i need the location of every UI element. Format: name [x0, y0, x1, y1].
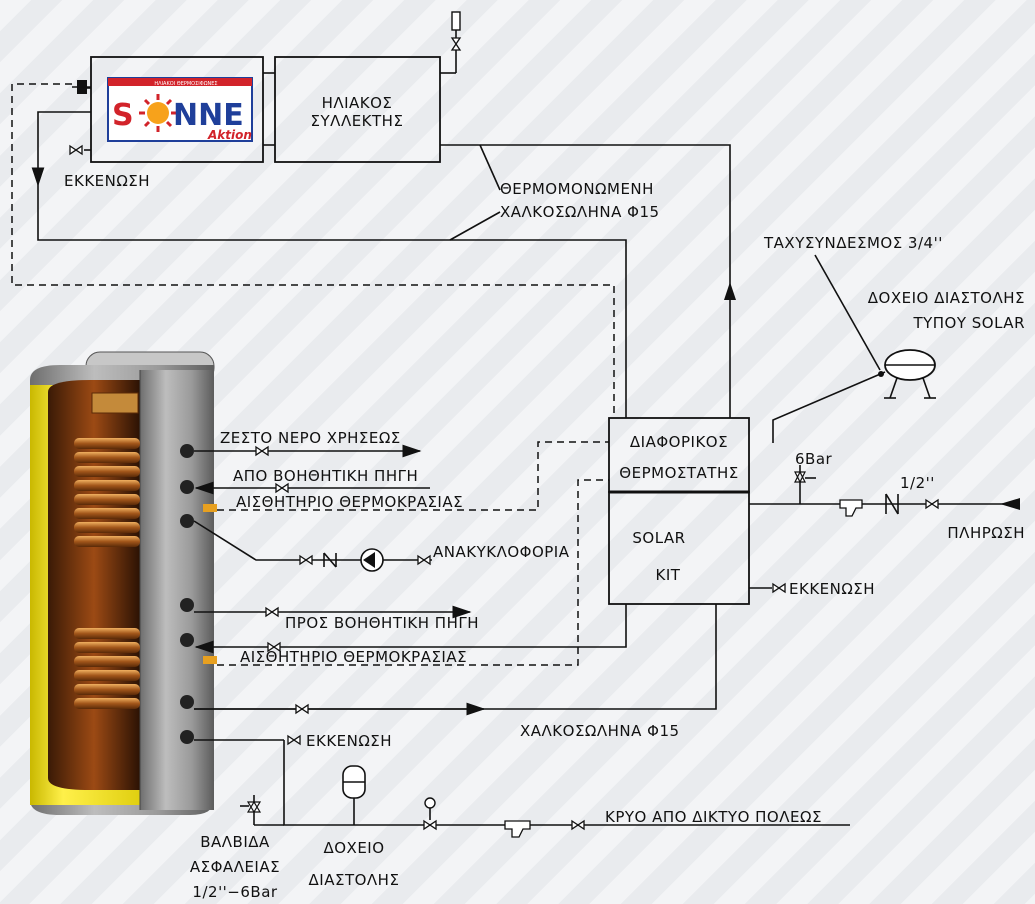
drain-tank-label: ΕΚΚΕΝΩΣΗ — [306, 732, 392, 750]
thermostat-label-1: ΔΙΑΦΟΡΙΚΟΣ — [630, 433, 728, 451]
collector-sensor-cable — [11, 83, 615, 418]
return-pipe — [37, 185, 627, 418]
city-valve-icon — [571, 820, 585, 830]
expansion-tank-label-1: ΔΟΧΕΙΟ — [323, 839, 384, 857]
air-vent-icon — [440, 11, 461, 74]
half-inch-label: 1/2'' — [900, 474, 935, 492]
to-aux-label: ΠΡΟΣ ΒΟΗΘΗΤΙΚΗ ΠΗΓΗ — [285, 614, 479, 632]
lower-coil — [74, 628, 140, 709]
differential-thermostat: ΔΙΑΦΟΡΙΚΟΣ ΘΕΡΜΟΣΤΑΤΗΣ — [608, 417, 750, 494]
storage-tank — [30, 351, 217, 815]
quick-coupling-label: ΤΑΧΥΣΥΝΔΕΣΜΟΣ 3/4'' — [763, 234, 943, 252]
return-pipe-top — [31, 111, 91, 187]
cold-water-label: ΚΡΥΟ ΑΠΟ ΔΙΚΤΥΟ ΠΟΛΕΩΣ — [605, 808, 822, 826]
sensor-bottom-label: ΑΙΣΘΗΤΗΡΙΟ ΘΕΡΜΟΚΡΑΣΙΑΣ — [240, 648, 467, 666]
logo-tagline: ΗΛΙΑΚΟΙ ΘΕΡΜΟΣΙΦΩΝΕΣ — [154, 81, 217, 87]
logo-brand: NNE — [173, 98, 244, 133]
solar-kit: SOLAR KIT — [608, 491, 750, 605]
expansion-solar-label-2: ΤΥΠΟΥ SOLAR — [912, 314, 1025, 332]
collector-label-2: ΣΥΛΛΕΚΤΗΣ — [311, 112, 404, 130]
pressure-label: 6Bar — [795, 450, 833, 468]
collector-drain: ΕΚΚΕΝΩΣΗ — [64, 80, 150, 190]
check-valve-small-icon — [323, 552, 337, 568]
flow-pipe — [440, 144, 731, 418]
pressure-reducer-icon — [423, 797, 437, 830]
drain-top-label: ΕΚΚΕΝΩΣΗ — [64, 172, 150, 190]
solar-expansion-tank: ΔΟΧΕΙΟ ΔΙΑΣΤΟΛΗΣ ΤΥΠΟΥ SOLAR — [772, 289, 1025, 443]
collector-label-1: ΗΛΙΑΚΟΣ — [322, 94, 393, 112]
expansion-tank-icon — [342, 765, 366, 825]
from-aux-label: ΑΠΟ ΒΟΗΘΗΤΙΚΗ ΠΗΓΗ — [233, 467, 418, 485]
tank-drain: ΕΚΚΕΝΩΣΗ — [194, 732, 392, 750]
check-valve-icon — [885, 493, 899, 515]
thermostat-label-2: ΘΕΡΜΟΣΤΑΤΗΣ — [619, 464, 738, 482]
strainer-bottom-icon — [504, 820, 531, 838]
recirculation-line: ΑΝΑΚΥΚΛΟΦΟΡΙΑ — [193, 520, 570, 572]
fill-line: 6Bar 1/2'' ΠΛΗΡΩΣΗ — [749, 450, 1025, 542]
solar-collector: ΗΛΙΑΚΟΣ ΣΥΛΛΕΚΤΗΣ — [263, 56, 441, 163]
logo-panel: ΗΛΙΑΚΟΙ ΘΕΡΜΟΣΙΦΩΝΕΣ S NNE Aktion — [90, 56, 264, 163]
from-aux-line: ΑΠΟ ΒΟΗΘΗΤΙΚΗ ΠΗΓΗ — [194, 467, 430, 495]
safety-valve-label-2: ΑΣΦΑΛΕΙΑΣ — [190, 858, 280, 876]
solar-return-line — [194, 604, 627, 654]
sensor-top-label: ΑΙΣΘΗΤΗΡΙΟ ΘΕΡΜΟΚΡΑΣΙΑΣ — [236, 493, 463, 511]
sun-logo-icon — [139, 94, 177, 132]
expansion-tank-label-2: ΔΙΑΣΤΟΛΗΣ — [309, 871, 400, 889]
logo-sub: Aktion — [207, 128, 252, 142]
fill-valve-icon — [925, 499, 939, 509]
safety-valve-icon — [240, 795, 262, 825]
insulated-pipe-label-1: ΘΕΡΜΟΜΟΝΩΜΕΝΗ — [500, 180, 654, 198]
to-aux-line: ΠΡΟΣ ΒΟΗΘΗΤΙΚΗ ΠΗΓΗ — [194, 605, 479, 632]
solar-flow-line: ΧΑΛΚΟΣΩΛΗΝΑ Φ15 — [194, 604, 717, 740]
safety-valve-label-3: 1/2''−6Bar — [192, 883, 277, 901]
hot-water-line: ΖΕΣΤΟ ΝΕΡΟ ΧΡΗΣΕΩΣ — [194, 429, 422, 458]
sensor-top-line: ΑΙΣΘΗΤΗΡΙΟ ΘΕΡΜΟΚΡΑΣΙΑΣ — [217, 441, 609, 511]
strainer-icon — [839, 499, 863, 517]
expansion-solar-label-1: ΔΟΧΕΙΟ ΔΙΑΣΤΟΛΗΣ — [868, 289, 1025, 307]
pump-icon — [360, 548, 384, 572]
hot-water-label: ΖΕΣΤΟ ΝΕΡΟ ΧΡΗΣΕΩΣ — [220, 429, 401, 447]
logo-s: S — [112, 98, 134, 133]
quick-coupling-leader — [814, 254, 881, 371]
copper-pipe-label: ΧΑΛΚΟΣΩΛΗΝΑ Φ15 — [520, 722, 680, 740]
solar-kit-label-1: SOLAR — [632, 529, 685, 547]
safety-valve-label-1: ΒΑΛΒΙΔΑ — [200, 833, 270, 851]
cold-water-line: ΚΡΥΟ ΑΠΟ ΔΙΚΤΥΟ ΠΟΛΕΩΣ — [240, 740, 850, 838]
drain-kit-label: ΕΚΚΕΝΩΣΗ — [789, 580, 875, 598]
kit-drain: ΕΚΚΕΝΩΣΗ — [749, 580, 875, 598]
pressure-relief-icon — [794, 465, 816, 484]
upper-coil — [74, 438, 140, 547]
recirculation-label: ΑΝΑΚΥΚΛΟΦΟΡΙΑ — [433, 543, 570, 561]
solar-kit-label-2: KIT — [656, 566, 681, 584]
sensor-bottom-line: ΑΙΣΘΗΤΗΡΙΟ ΘΕΡΜΟΚΡΑΣΙΑΣ — [217, 479, 609, 666]
insulated-pipe-label-2: ΧΑΛΚΟΣΩΛΗΝΑ Φ15 — [500, 203, 660, 221]
fill-label: ΠΛΗΡΩΣΗ — [947, 524, 1025, 542]
